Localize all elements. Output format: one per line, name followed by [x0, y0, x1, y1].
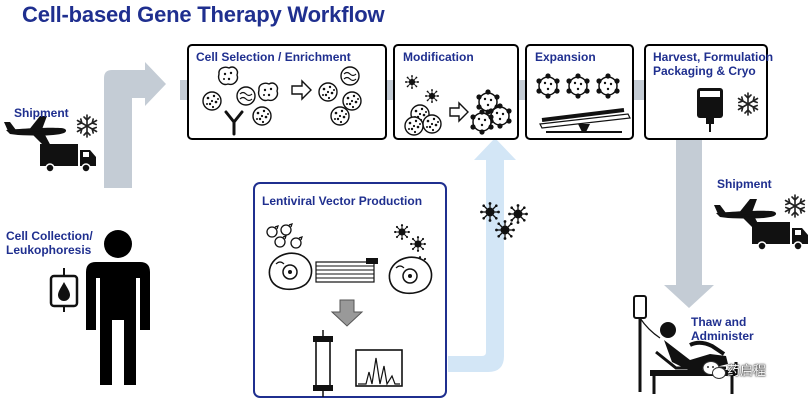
cell-icon [388, 256, 433, 295]
modification-icons [404, 74, 513, 136]
column-icon [313, 330, 333, 397]
airplane-icon [4, 116, 67, 148]
antibody-icon [224, 110, 244, 136]
expansion-icons [535, 72, 631, 133]
page-title: Cell-based Gene Therapy Workflow [22, 2, 385, 27]
wechat-icon [702, 361, 726, 379]
snowflake-icon [76, 114, 98, 138]
hospital-bed-icon [633, 295, 738, 394]
truck-icon [751, 221, 809, 251]
truck-icon [39, 143, 97, 173]
label-shipment-in: Shipment [14, 106, 69, 120]
person-icon [86, 230, 150, 385]
label-cell-selection: Cell Selection / Enrichment [196, 50, 351, 64]
watermark-text: 药启程 [727, 364, 767, 379]
chromatogram-icon [355, 349, 403, 387]
bioreactor-icon [539, 108, 631, 133]
label-lentiviral: Lentiviral Vector Production [262, 194, 423, 208]
arrow-icon [291, 79, 312, 101]
cell-icon [268, 252, 313, 291]
snowflake-icon [784, 194, 806, 218]
vector-flow-arrow [448, 138, 516, 372]
label-modification: Modification [403, 50, 474, 64]
label-thaw: Thaw and Administer [691, 315, 754, 343]
label-cell-collection: Cell Collection/ Leukophoresis [6, 229, 93, 257]
label-shipment-out: Shipment [717, 177, 772, 191]
lentiviral-icons [266, 223, 433, 397]
cell-selection-icons [202, 66, 362, 136]
arrow-icon [449, 101, 469, 123]
label-harvest: Harvest, Formulation Packaging & Cryo [653, 50, 774, 78]
gene-construct-icon [315, 258, 378, 283]
blood-bag-icon [49, 268, 79, 312]
down-arrow-icon [330, 299, 364, 327]
cryo-bag-icon [697, 88, 723, 132]
label-expansion: Expansion [535, 50, 596, 64]
